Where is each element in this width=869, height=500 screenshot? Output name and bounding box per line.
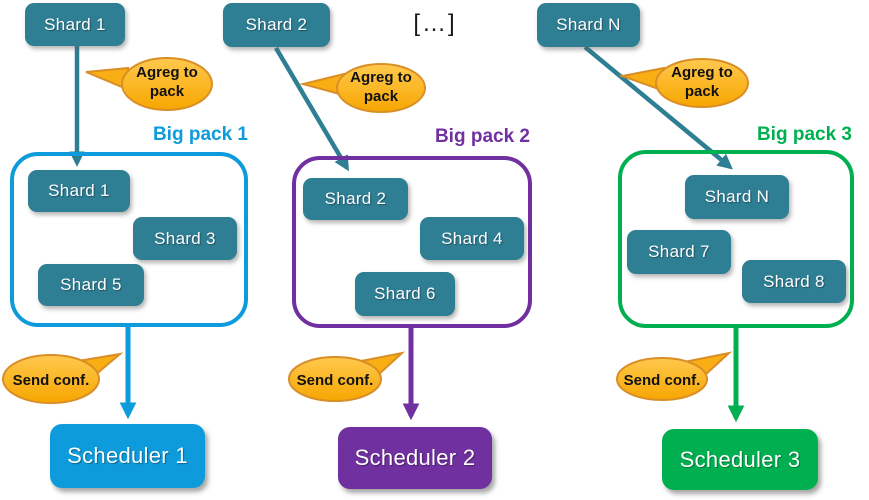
send-bubble-label-2: Send conf. [296, 372, 374, 389]
pack3-shard-a: Shard N [685, 175, 789, 219]
scheduler-3: Scheduler 3 [662, 429, 818, 490]
ellipsis-label: […] [413, 10, 457, 37]
top-shard-1: Shard 1 [25, 3, 125, 46]
send-bubble-shape-3 [616, 351, 733, 401]
big-pack-3 [618, 150, 854, 328]
arrow-shardN-to-pack3 [583, 45, 733, 170]
pack2-shard-c: Shard 6 [355, 272, 455, 316]
top-shard-3: Shard N [537, 3, 640, 47]
send-bubble-label-1: Send conf. [12, 372, 90, 389]
send-bubble-shape-2 [288, 351, 406, 402]
pack-title-2: Big pack 2 [434, 126, 530, 147]
top-shard-2: Shard 2 [223, 3, 330, 47]
scheduler-2: Scheduler 2 [338, 427, 492, 489]
agreg-bubble-shape-3 [618, 58, 749, 108]
big-pack-2 [292, 156, 532, 328]
pack1-shard-c: Shard 5 [38, 264, 144, 306]
send-bubble-shape-1 [2, 352, 124, 404]
pack-title-1: Big pack 1 [152, 124, 248, 145]
agreg-bubble-shape-1 [85, 57, 213, 111]
arrow-shard2-to-pack2 [274, 46, 349, 172]
pack2-shard-a: Shard 2 [303, 178, 408, 220]
pack1-shard-b: Shard 3 [133, 217, 237, 260]
pack3-shard-b: Shard 7 [627, 230, 731, 274]
agreg-bubble-label-2: Agreg to pack [350, 69, 412, 105]
pack1-shard-a: Shard 1 [28, 170, 130, 212]
scheduler-1: Scheduler 1 [50, 424, 205, 488]
pack-title-3: Big pack 3 [756, 124, 852, 145]
big-pack-1 [10, 152, 248, 327]
pack3-shard-c: Shard 8 [742, 260, 846, 303]
agreg-bubble-shape-2 [299, 63, 426, 113]
agreg-bubble-label-3: Agreg to pack [671, 64, 733, 100]
agreg-bubble-label-1: Agreg to pack [136, 64, 198, 100]
send-bubble-label-3: Send conf. [623, 372, 701, 389]
pack2-shard-b: Shard 4 [420, 217, 524, 260]
